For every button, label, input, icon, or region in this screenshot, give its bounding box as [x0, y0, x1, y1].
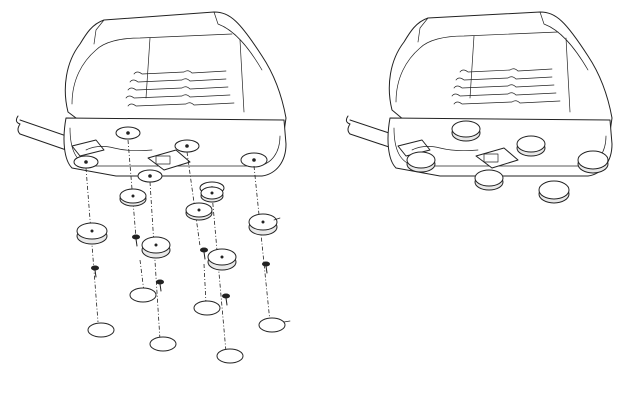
- foot-disc-4: [149, 336, 177, 352]
- foot-disc-3: [87, 322, 115, 338]
- pad-1: [76, 222, 108, 245]
- washer-1: [119, 188, 147, 207]
- vent-slots-left: [125, 70, 235, 107]
- foot-disc-2: [193, 300, 221, 316]
- mounted-foot-2: [516, 135, 546, 157]
- mounted-foot-3: [577, 150, 609, 174]
- screw-6: [262, 261, 270, 274]
- cable-clamp-left: [71, 139, 191, 171]
- mounted-foot-1: [451, 120, 481, 142]
- screw-4: [200, 247, 208, 260]
- rubber-feet-loose: [87, 287, 291, 364]
- vent-slots-right: [451, 68, 561, 105]
- mounted-feet: [406, 120, 609, 204]
- washer-3: [200, 186, 224, 203]
- screw-2: [91, 265, 99, 278]
- washer-row-1: [119, 186, 224, 221]
- base-recesses-left: [73, 126, 268, 195]
- pad-2: [141, 236, 171, 259]
- screw-1: [132, 234, 140, 247]
- assembled-view: [345, 11, 613, 204]
- screw-5: [222, 293, 230, 306]
- assembly-axes: [85, 139, 271, 353]
- foot-disc-5: [216, 348, 244, 364]
- mounted-foot-6: [538, 180, 570, 204]
- screws: [91, 234, 270, 306]
- washer-2: [185, 202, 213, 221]
- pad-row: [76, 213, 281, 271]
- mounted-foot-5: [474, 169, 504, 191]
- foot-disc-1: [129, 287, 157, 303]
- device-housing-right: [387, 11, 613, 177]
- foot-disc-6: [258, 317, 286, 333]
- screw-3: [156, 279, 164, 292]
- pad-4: [248, 213, 281, 236]
- exploded-view: [15, 11, 291, 364]
- pad-3: [207, 248, 237, 271]
- mounted-foot-4: [406, 151, 436, 173]
- device-housing-left: [63, 11, 287, 195]
